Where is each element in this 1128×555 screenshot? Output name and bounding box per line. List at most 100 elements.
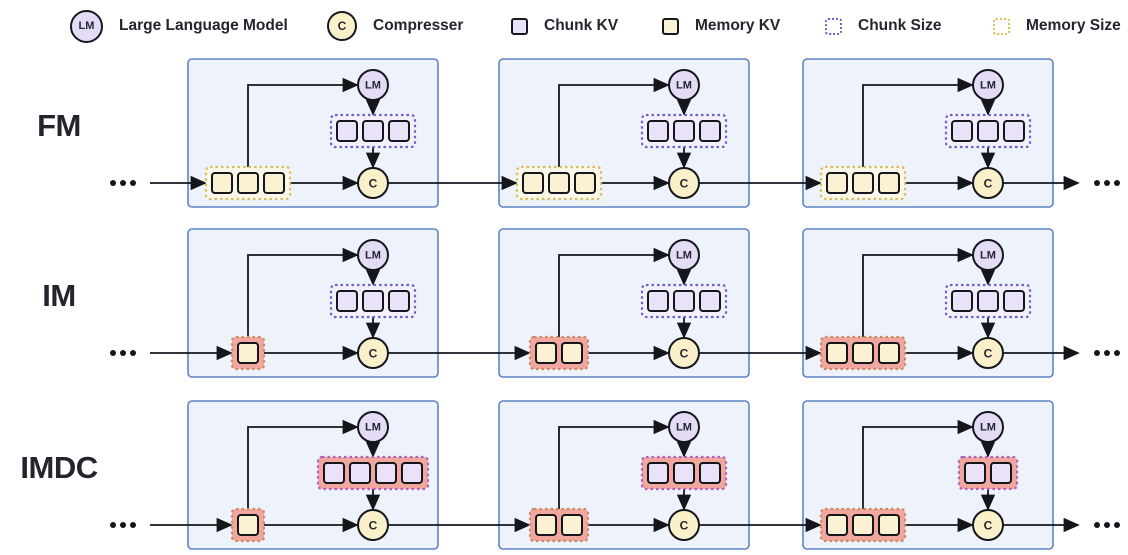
compresser-node-label: C: [680, 347, 689, 361]
lm-node-label: LM: [365, 250, 381, 262]
lm-node: [668, 239, 700, 271]
compresser-node: [972, 167, 1004, 199]
lm-icon-label: LM: [78, 20, 95, 32]
compresser-icon-label: C: [337, 19, 347, 33]
chunk-kv-square: [977, 120, 999, 142]
memory-kv-square: [237, 514, 259, 536]
memory-kv-square: [237, 342, 259, 364]
compresser-node: [668, 337, 700, 369]
memory-kv-square: [878, 514, 900, 536]
compresser-node-label: C: [984, 347, 993, 361]
memory-kv-square: [237, 172, 259, 194]
memory-kv-square: [852, 172, 874, 194]
lm-icon: LM: [70, 9, 103, 43]
legend-label: Large Language Model: [119, 17, 288, 34]
legend-item-lm: LM Large Language Model: [70, 9, 288, 43]
lm-node-label: LM: [980, 80, 996, 92]
chunk-kv-square: [699, 120, 721, 142]
lm-node-label: LM: [676, 250, 692, 262]
ellipsis-dot: [1114, 180, 1120, 186]
memory-kv-square: [211, 172, 233, 194]
row-label-imdc: IMDC: [20, 450, 98, 485]
memory-kv-square: [826, 172, 848, 194]
row-label-im: IM: [42, 278, 76, 313]
memory-kv-square: [263, 172, 285, 194]
flow-arrow: [247, 419, 359, 509]
lm-node: [668, 69, 700, 101]
legend-item-memory-size: Memory Size: [993, 9, 1121, 43]
ellipsis-dot: [1094, 180, 1100, 186]
memory-kv-square: [826, 342, 848, 364]
legend-item-compresser: C Compresser: [327, 9, 463, 43]
memory-kv-square: [561, 514, 583, 536]
lm-node: [357, 69, 389, 101]
flow-arrow: [862, 77, 974, 167]
memory-kv-square: [561, 342, 583, 364]
lm-node-label: LM: [676, 80, 692, 92]
ellipsis-dot: [130, 350, 136, 356]
flow-arrow: [247, 247, 359, 337]
chunk-kv-square: [388, 120, 410, 142]
memory-kv-square: [878, 342, 900, 364]
chunk-kv-square: [977, 290, 999, 312]
legend-label: Compresser: [373, 17, 464, 34]
lm-node: [357, 239, 389, 271]
ellipsis-dot: [130, 522, 136, 528]
chunk-kv-square: [673, 462, 695, 484]
chunk-kv-square: [388, 290, 410, 312]
memory-kv-square: [878, 172, 900, 194]
chunk-kv-square: [647, 290, 669, 312]
memory-kv-square: [852, 514, 874, 536]
compresser-node: [357, 337, 389, 369]
compresser-node: [972, 337, 1004, 369]
compresser-node-label: C: [680, 519, 689, 533]
lm-node-label: LM: [980, 422, 996, 434]
ellipsis-dot: [1104, 522, 1110, 528]
compresser-node-label: C: [680, 177, 689, 191]
chunk-kv-square: [336, 120, 358, 142]
chunk-kv-group: [316, 455, 430, 491]
lm-node-label: LM: [676, 422, 692, 434]
ellipsis-dot: [110, 350, 116, 356]
chunk-kv-square: [323, 462, 345, 484]
flow-arrow: [558, 419, 670, 509]
lm-node: [668, 411, 700, 443]
chunk-kv-square: [964, 462, 986, 484]
legend-item-memory-kv: Memory KV: [662, 9, 780, 43]
lm-node: [972, 69, 1004, 101]
compresser-node-label: C: [369, 177, 378, 191]
flow-arrow: [862, 419, 974, 509]
compresser-node: [668, 509, 700, 541]
flow-arrow: [247, 77, 359, 167]
compresser-node-label: C: [369, 519, 378, 533]
legend-label: Memory Size: [1026, 17, 1121, 34]
chunk-kv-square: [647, 120, 669, 142]
chunk-kv-square: [336, 290, 358, 312]
compresser-node: [357, 509, 389, 541]
chunk-kv-square: [673, 120, 695, 142]
ellipsis-dot: [1094, 522, 1100, 528]
lm-node-label: LM: [980, 250, 996, 262]
chunk-kv-square: [990, 462, 1012, 484]
flow-arrow: [862, 247, 974, 337]
memory-kv-square: [852, 342, 874, 364]
chunk-kv-square: [1003, 290, 1025, 312]
ellipsis-dot: [120, 522, 126, 528]
chunk-kv-square: [699, 462, 721, 484]
legend: LM Large Language Model C Compresser Chu…: [0, 0, 1128, 50]
lm-node: [972, 239, 1004, 271]
chunk-kv-square: [349, 462, 371, 484]
compresser-node: [357, 167, 389, 199]
chunk-kv-square: [362, 290, 384, 312]
ellipsis-dot: [120, 350, 126, 356]
legend-item-chunk-size: Chunk Size: [825, 9, 942, 43]
memory-kv-square: [535, 514, 557, 536]
ellipsis-dot: [1104, 350, 1110, 356]
row-label-fm: FM: [37, 108, 81, 143]
lm-node-label: LM: [365, 422, 381, 434]
chunk-kv-square: [401, 462, 423, 484]
